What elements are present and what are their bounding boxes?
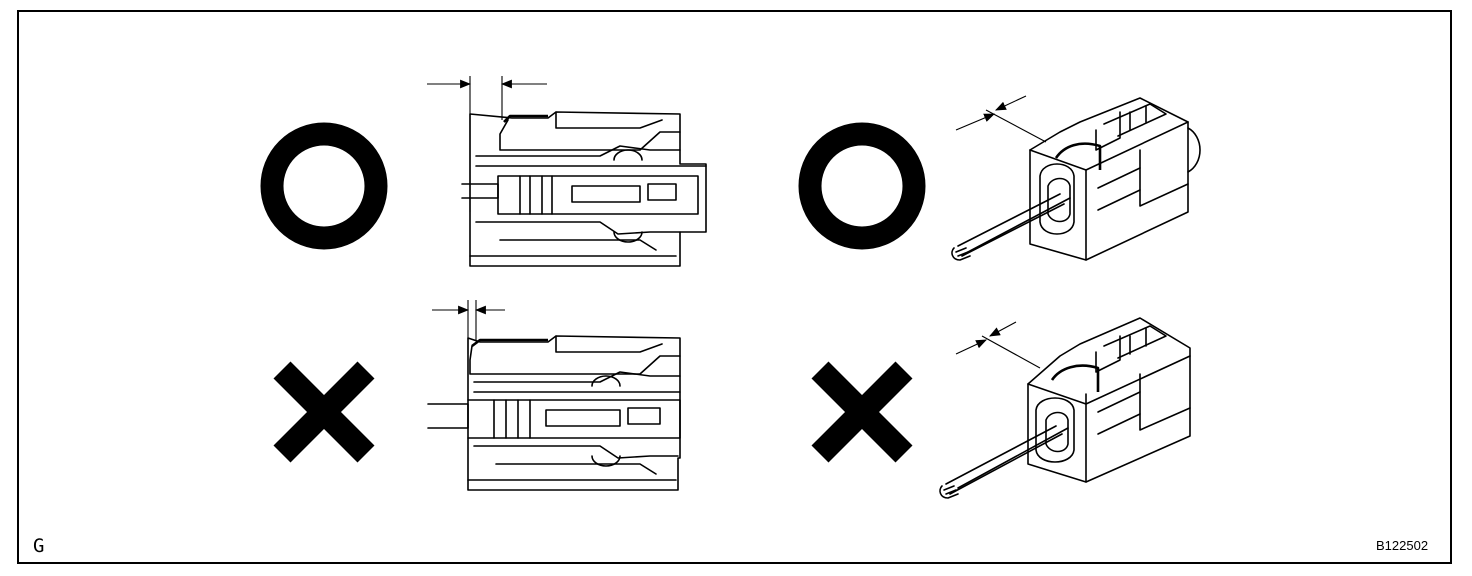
ng-cross-mark-left	[273, 361, 375, 463]
figure-id: B122502	[1376, 538, 1429, 553]
connector-perspective-view-ok	[951, 95, 1201, 261]
ok-circle-mark-left	[260, 122, 388, 250]
ok-circle-mark-right	[798, 122, 926, 250]
connector-side-view-ng	[427, 300, 681, 491]
connector-side-view-ok	[427, 76, 707, 267]
ng-cross-mark-right	[811, 361, 913, 463]
diagram-frame	[17, 10, 1452, 564]
corner-label: G	[33, 535, 45, 557]
connector-perspective-view-ng	[939, 317, 1191, 499]
